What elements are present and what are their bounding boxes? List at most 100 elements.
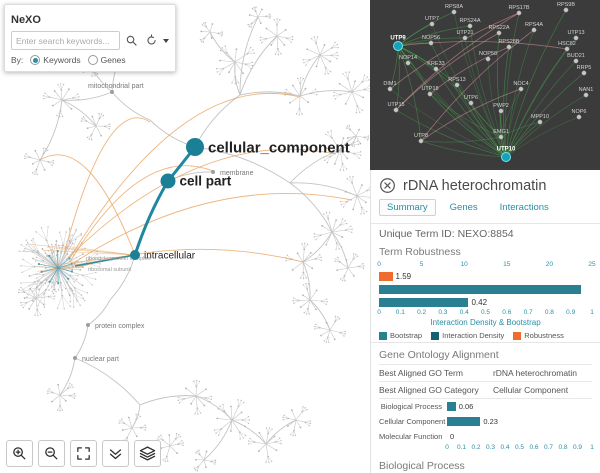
network-node[interactable] bbox=[573, 58, 579, 64]
network-node[interactable] bbox=[462, 35, 468, 41]
tab-summary[interactable]: Summary bbox=[379, 199, 436, 216]
unique-term-id-label: Unique Term ID: bbox=[379, 228, 455, 240]
network-edge bbox=[397, 37, 466, 47]
network-edge bbox=[500, 121, 541, 138]
tab-genes[interactable]: Genes bbox=[449, 202, 478, 213]
fit-to-screen-button[interactable] bbox=[70, 440, 97, 467]
network-node[interactable] bbox=[498, 108, 504, 114]
network-node[interactable] bbox=[583, 92, 589, 98]
radio-genes[interactable]: Genes bbox=[87, 55, 126, 65]
tree-tiny-label: ribonucleoprotein complex bbox=[86, 256, 150, 262]
close-button[interactable] bbox=[379, 177, 396, 194]
tree-node[interactable] bbox=[86, 323, 90, 327]
network-node-label: RRP5 bbox=[577, 65, 592, 71]
tree-node-intracellular[interactable] bbox=[130, 250, 140, 260]
bar-biological-process bbox=[447, 402, 456, 411]
network-node[interactable] bbox=[531, 27, 537, 33]
tree-node[interactable] bbox=[73, 356, 77, 360]
section-biological-process: Biological Process bbox=[379, 460, 465, 472]
network-node[interactable] bbox=[428, 40, 434, 46]
radio-genes-dot[interactable] bbox=[87, 55, 98, 65]
network-node[interactable] bbox=[576, 114, 582, 120]
network-edge bbox=[389, 12, 520, 90]
network-edge bbox=[395, 45, 400, 111]
network-edge bbox=[500, 88, 522, 138]
unique-term-id: Unique Term ID: NEXO:8854 bbox=[379, 228, 592, 240]
search-panel: NeXO By: bbox=[4, 4, 176, 72]
search-button[interactable] bbox=[123, 32, 140, 49]
zoom-out-button[interactable] bbox=[38, 440, 65, 467]
network-edge bbox=[503, 46, 510, 158]
bar-row bbox=[379, 283, 592, 296]
network-node[interactable] bbox=[518, 86, 524, 92]
network-node[interactable] bbox=[498, 134, 504, 140]
network-edge bbox=[505, 48, 568, 158]
selected-path bbox=[133, 145, 197, 257]
legend-item: Bootstrap bbox=[379, 331, 422, 340]
network-node[interactable] bbox=[454, 82, 460, 88]
network-node[interactable] bbox=[393, 41, 403, 51]
network-edge bbox=[505, 88, 522, 158]
tab-interactions[interactable]: Interactions bbox=[499, 202, 549, 213]
tree-node-cell-part[interactable] bbox=[160, 173, 176, 189]
network-node[interactable] bbox=[537, 119, 543, 125]
network-node[interactable] bbox=[393, 107, 399, 113]
legend-item: Interaction Density bbox=[431, 331, 504, 340]
network-node[interactable] bbox=[433, 66, 439, 72]
network-node[interactable] bbox=[564, 46, 570, 52]
network-node[interactable] bbox=[429, 21, 435, 27]
map-toolbar bbox=[6, 440, 161, 467]
network-node-label: UTP18 bbox=[421, 86, 438, 92]
tree-node-cellular-component[interactable] bbox=[186, 138, 204, 156]
network-node-label: RPS28B bbox=[498, 39, 519, 45]
collapse-button[interactable] bbox=[102, 440, 129, 467]
network-edge bbox=[397, 11, 455, 47]
network-node[interactable] bbox=[451, 9, 457, 15]
network-node-label: NOP56 bbox=[422, 35, 440, 41]
network-node-label: UTP8 bbox=[414, 133, 428, 139]
network-node[interactable] bbox=[506, 44, 512, 50]
radio-keywords-label: Keywords bbox=[43, 55, 81, 65]
radio-genes-label: Genes bbox=[100, 55, 126, 65]
search-input[interactable] bbox=[11, 31, 120, 50]
network-edge bbox=[420, 140, 507, 158]
network-node[interactable] bbox=[387, 86, 393, 92]
network-node[interactable] bbox=[467, 23, 473, 29]
radio-keywords-dot[interactable] bbox=[30, 55, 41, 65]
network-node[interactable] bbox=[573, 35, 579, 41]
network-node[interactable] bbox=[496, 30, 502, 36]
network-node[interactable] bbox=[516, 10, 522, 16]
layers-button[interactable] bbox=[134, 440, 161, 467]
network-edge bbox=[395, 32, 500, 111]
legend-swatch bbox=[431, 331, 440, 340]
term-title: rDNA heterochromatin bbox=[403, 177, 547, 194]
network-node[interactable] bbox=[501, 152, 511, 162]
network-edge bbox=[505, 116, 580, 158]
tree-node[interactable] bbox=[110, 90, 114, 94]
radio-keywords[interactable]: Keywords bbox=[30, 55, 81, 65]
search-icon bbox=[126, 35, 137, 46]
network-node[interactable] bbox=[563, 7, 569, 13]
zoom-in-button[interactable] bbox=[6, 440, 33, 467]
tree-node[interactable] bbox=[211, 170, 215, 174]
network-edge bbox=[429, 93, 507, 158]
dropdown-caret-icon[interactable] bbox=[163, 38, 169, 43]
network-edge bbox=[505, 60, 577, 158]
refresh-button[interactable] bbox=[143, 32, 160, 49]
network-node[interactable] bbox=[405, 60, 411, 66]
network-node[interactable] bbox=[468, 100, 474, 106]
network-node[interactable] bbox=[581, 70, 587, 76]
network-node-label: RPS8A bbox=[445, 4, 463, 10]
network-node[interactable] bbox=[485, 56, 491, 62]
section-term-robustness: Term Robustness bbox=[379, 246, 461, 258]
network-node[interactable] bbox=[427, 91, 433, 97]
network-node[interactable] bbox=[418, 138, 424, 144]
network-edge bbox=[407, 62, 507, 158]
legend-swatch bbox=[379, 331, 387, 340]
